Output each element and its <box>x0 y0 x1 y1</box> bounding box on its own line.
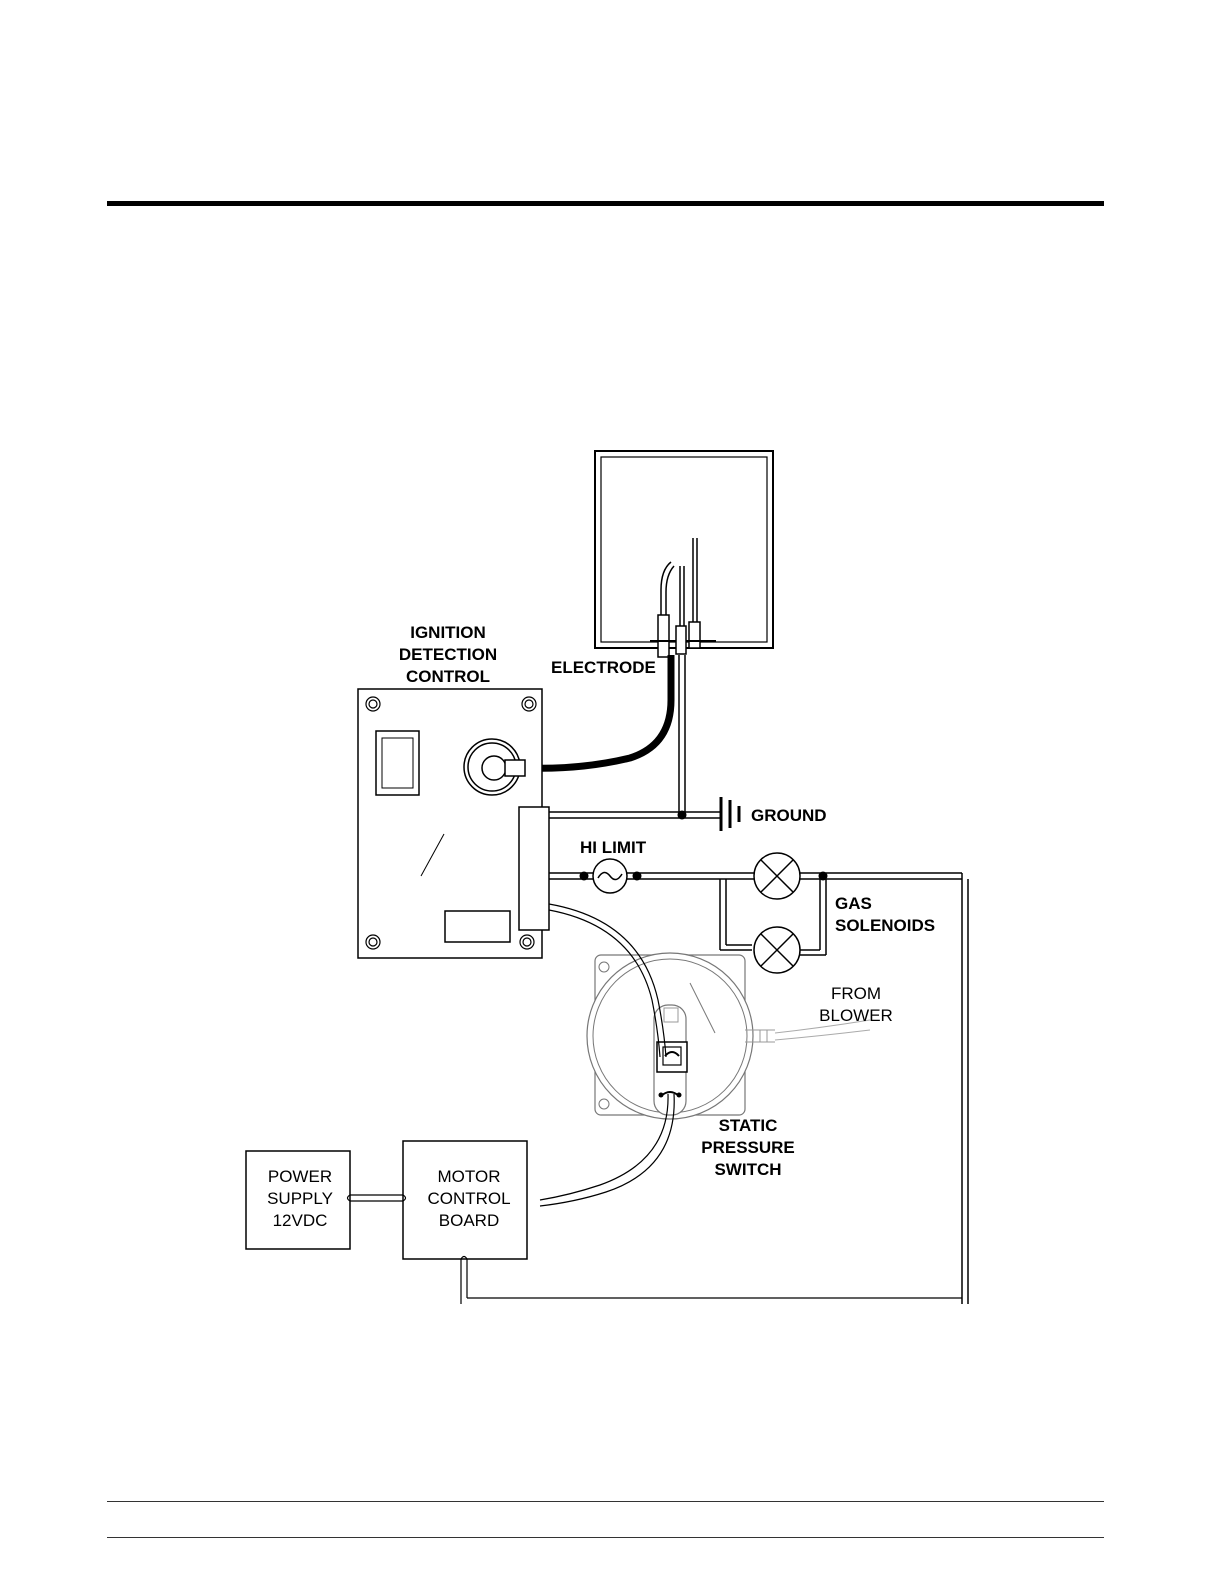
gas-solenoids-label: GAS SOLENOIDS <box>835 894 935 935</box>
ground-symbol-icon <box>721 797 739 831</box>
ignition-control-label: IGNITION DETECTION CONTROL <box>399 623 497 686</box>
hi-limit-dot-left <box>580 872 589 881</box>
svg-text:SUPPLY: SUPPLY <box>267 1189 333 1208</box>
svg-text:CONTROL: CONTROL <box>427 1189 510 1208</box>
electrode-assembly <box>650 538 716 657</box>
svg-text:BOARD: BOARD <box>439 1211 499 1230</box>
ground-wire <box>548 655 720 818</box>
svg-text:SOLENOIDS: SOLENOIDS <box>835 916 935 935</box>
svg-text:CONTROL: CONTROL <box>406 667 490 686</box>
thermal-fuse-icon <box>593 859 627 893</box>
svg-text:POWER: POWER <box>268 1167 332 1186</box>
power-supply-label: POWER SUPPLY 12VDC <box>267 1167 333 1230</box>
lamp-x-icon <box>754 853 800 973</box>
hi-limit-dot-right <box>633 872 642 881</box>
from-blower-label: FROM BLOWER <box>819 984 893 1025</box>
svg-text:STATIC: STATIC <box>719 1116 778 1135</box>
static-pressure-switch <box>587 953 870 1119</box>
svg-text:MOTOR: MOTOR <box>438 1167 501 1186</box>
ground-label: GROUND <box>751 806 827 825</box>
solenoid-dot <box>819 872 828 881</box>
power-wire <box>348 1195 406 1201</box>
return-wire <box>461 1257 962 1305</box>
svg-text:PRESSURE: PRESSURE <box>701 1138 795 1157</box>
footer-rule-bottom <box>107 1537 1104 1538</box>
svg-text:IGNITION: IGNITION <box>410 623 486 642</box>
electrode-label: ELECTRODE <box>551 658 656 677</box>
svg-text:GAS: GAS <box>835 894 872 913</box>
ignition-control-board <box>358 689 549 958</box>
motor-control-board-label: MOTOR CONTROL BOARD <box>427 1167 510 1230</box>
svg-text:FROM: FROM <box>831 984 881 1003</box>
svg-text:12VDC: 12VDC <box>273 1211 328 1230</box>
footer-rule-top <box>107 1501 1104 1502</box>
ground-junction-dot <box>678 811 687 820</box>
svg-text:DETECTION: DETECTION <box>399 645 497 664</box>
svg-text:SWITCH: SWITCH <box>714 1160 781 1179</box>
hi-limit-label: HI LIMIT <box>580 838 647 857</box>
svg-text:BLOWER: BLOWER <box>819 1006 893 1025</box>
wire-connector <box>519 807 549 930</box>
static-pressure-switch-label: STATIC PRESSURE SWITCH <box>701 1116 795 1179</box>
